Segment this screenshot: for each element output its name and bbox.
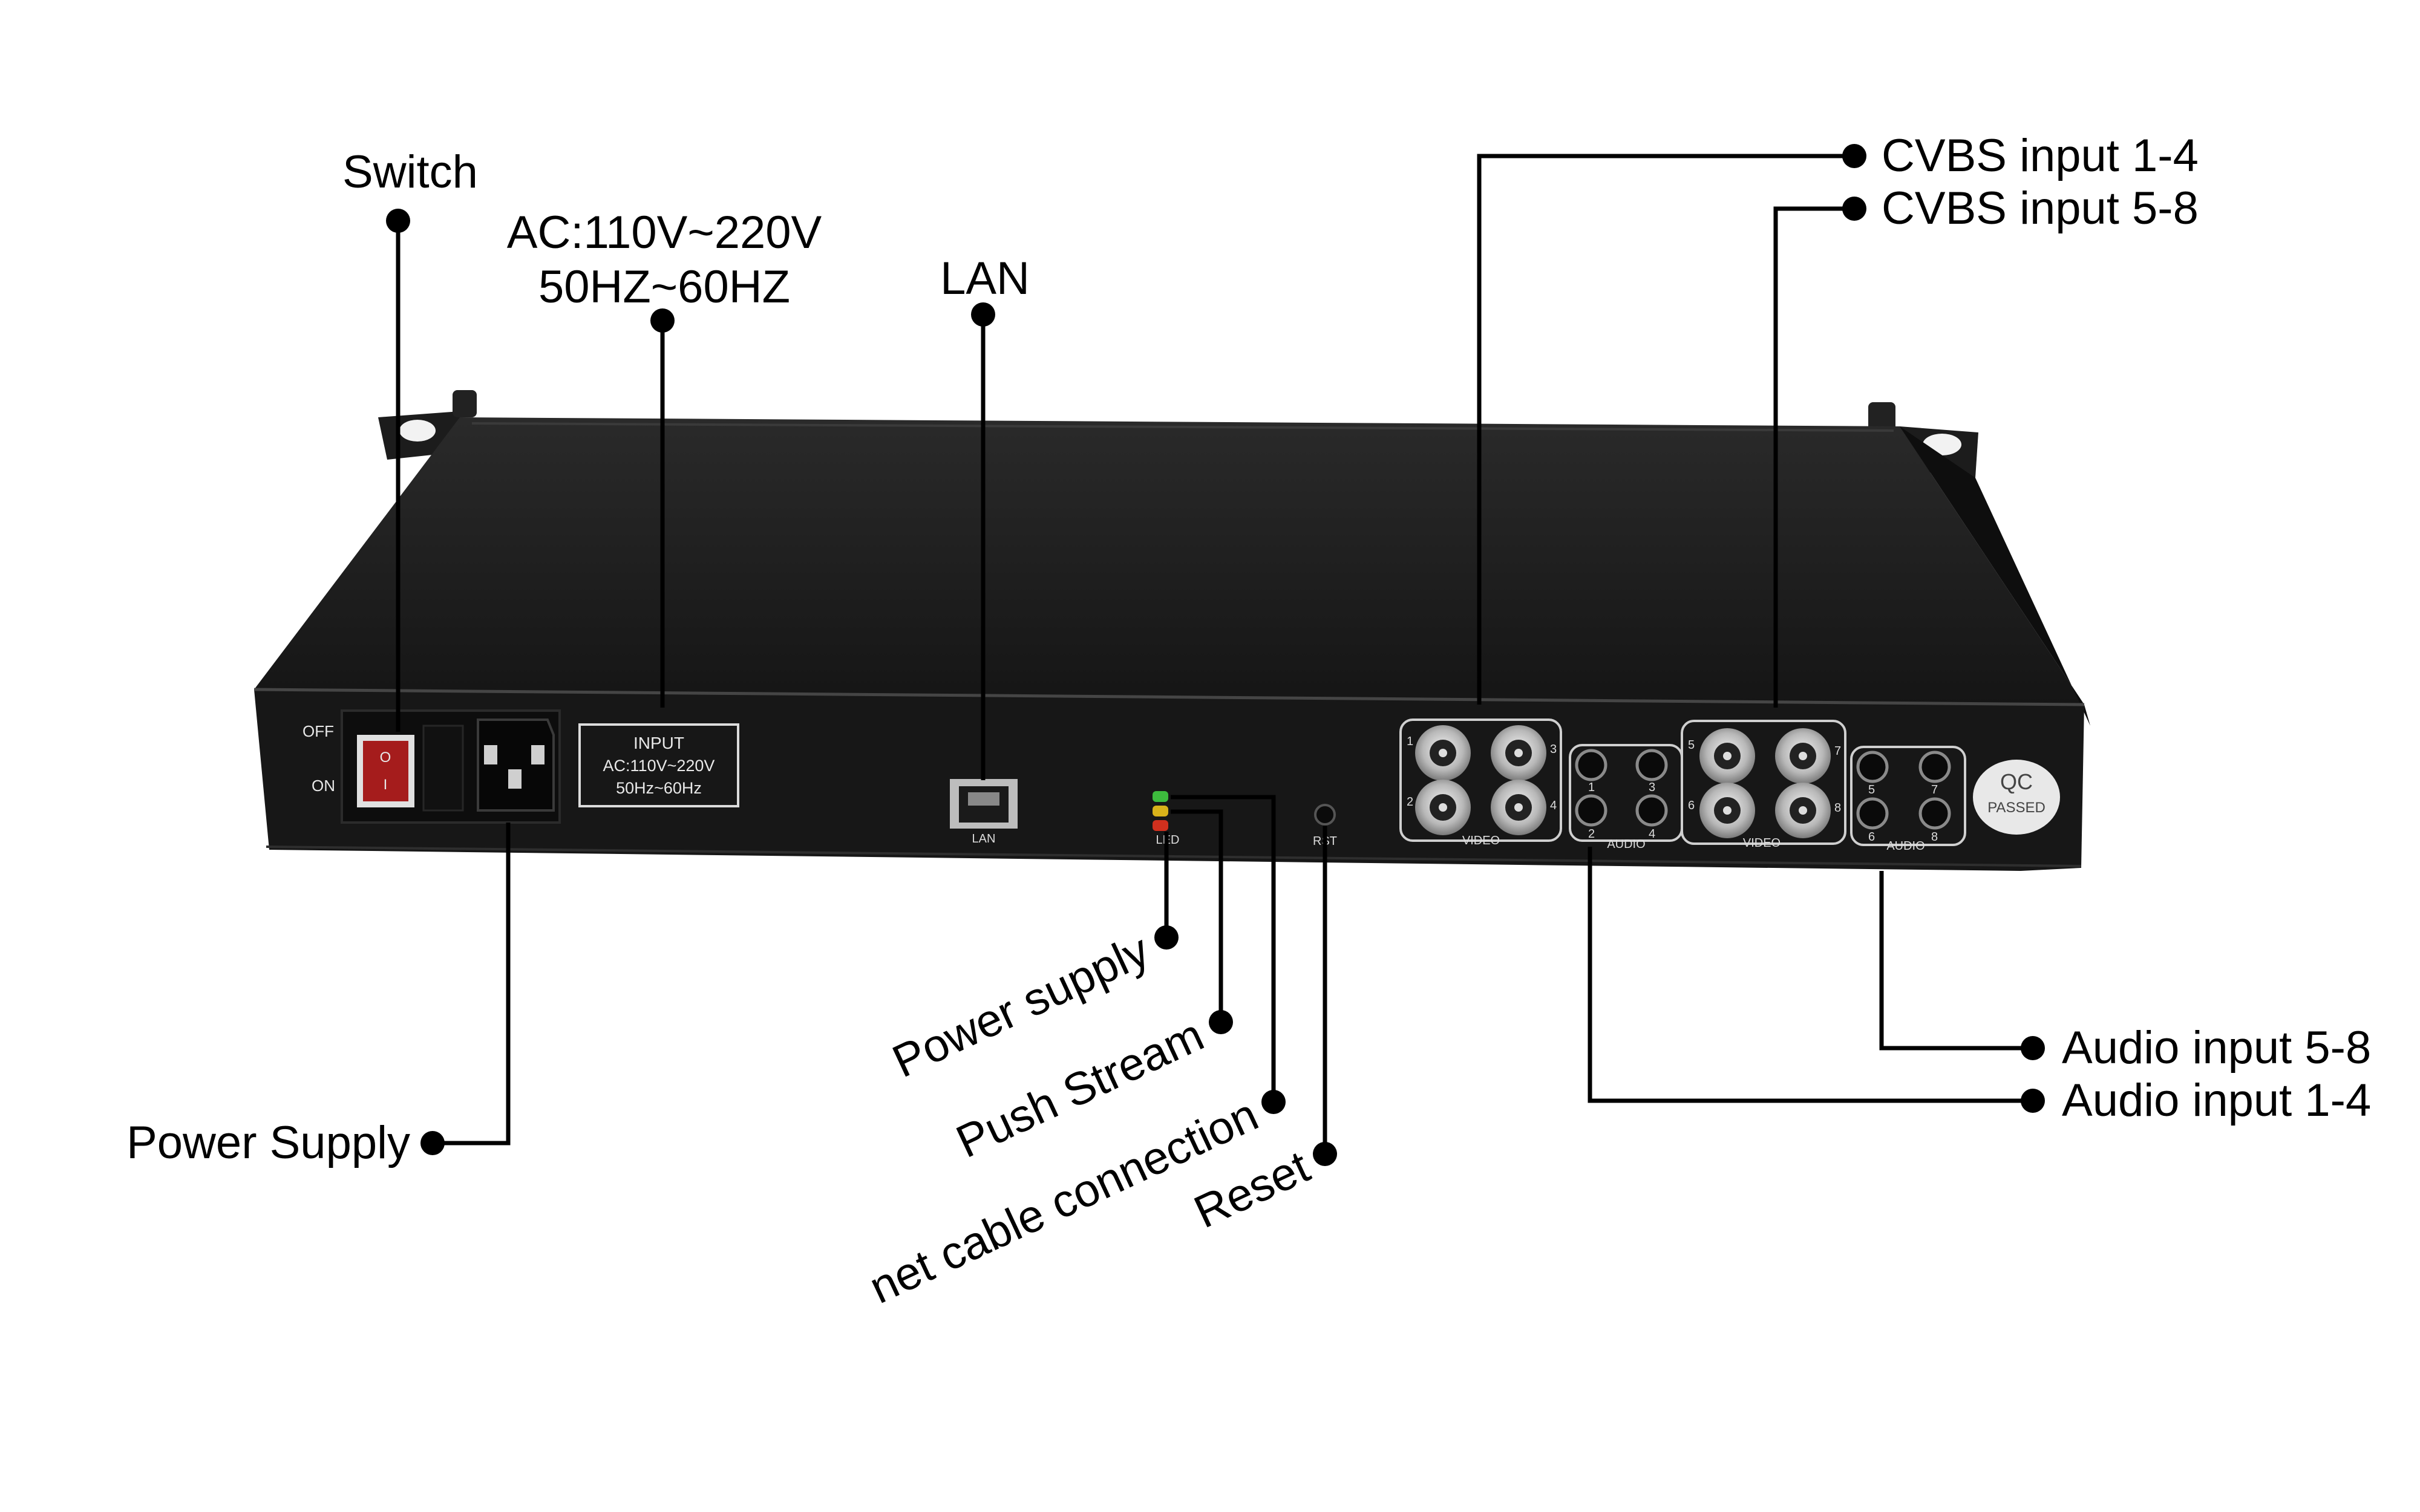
svg-text:3: 3 — [1649, 781, 1655, 794]
qc-passed-sticker: QC PASSED — [1973, 760, 2060, 835]
svg-text:O: O — [380, 749, 391, 766]
svg-text:6: 6 — [1868, 830, 1875, 844]
off-label: OFF — [302, 722, 334, 740]
power-module: O I — [341, 709, 561, 824]
svg-text:PASSED: PASSED — [1987, 800, 2046, 816]
callout-power-supply: Power Supply — [126, 1117, 410, 1168]
callout-ac-line2: 50HZ~60HZ — [538, 261, 790, 313]
svg-text:QC: QC — [2000, 769, 2033, 794]
audio-jack-2[interactable] — [1575, 794, 1607, 827]
audio-jack-4[interactable] — [1635, 794, 1668, 827]
svg-text:7: 7 — [1834, 745, 1841, 758]
connector-group-1: VIDEO AUDIO 1 3 2 4 1 3 2 4 — [1399, 719, 1683, 851]
rear-panel — [254, 689, 2084, 871]
svg-text:50Hz~60Hz: 50Hz~60Hz — [616, 779, 702, 797]
svg-text:8: 8 — [1931, 830, 1938, 844]
svg-text:4: 4 — [1550, 799, 1557, 812]
chassis — [253, 390, 2090, 871]
audio-jack-7[interactable] — [1918, 751, 1951, 783]
svg-text:1: 1 — [1588, 781, 1595, 794]
rocker-switch[interactable]: O I — [357, 735, 414, 807]
callout-ac-line1: AC:110V~220V — [507, 207, 822, 258]
audio-jack-8[interactable] — [1918, 797, 1951, 830]
iec-power-inlet[interactable] — [477, 719, 555, 812]
connector-group-2: VIDEO AUDIO 5 7 6 8 5 7 6 8 — [1681, 720, 1966, 853]
audio-jack-3[interactable] — [1635, 749, 1668, 781]
callout-cvbs-1-4: CVBS input 1-4 — [1882, 130, 2199, 181]
bnc-video-7[interactable] — [1775, 728, 1831, 784]
input-rating-box: INPUT AC:110V~220V 50Hz~60Hz — [578, 723, 739, 807]
svg-text:AUDIO: AUDIO — [1886, 839, 1925, 853]
bnc-video-1[interactable] — [1415, 725, 1471, 781]
callout-lan: LAN — [940, 253, 1030, 304]
svg-text:2: 2 — [1407, 795, 1413, 809]
svg-text:AC:110V~220V: AC:110V~220V — [603, 757, 715, 775]
audio-jack-6[interactable] — [1856, 797, 1889, 830]
svg-text:VIDEO: VIDEO — [1462, 834, 1500, 847]
bnc-video-6[interactable] — [1699, 783, 1755, 838]
audio-jack-1[interactable] — [1575, 749, 1607, 781]
svg-text:8: 8 — [1834, 801, 1841, 815]
lan-port[interactable]: LAN — [950, 779, 1018, 846]
chassis-top-surface — [254, 417, 2084, 705]
svg-text:VIDEO: VIDEO — [1743, 836, 1781, 850]
callout-switch: Switch — [342, 146, 478, 198]
svg-text:AUDIO: AUDIO — [1607, 838, 1645, 851]
bnc-video-3[interactable] — [1491, 725, 1546, 781]
svg-text:6: 6 — [1688, 799, 1695, 812]
status-leds: LED — [1153, 791, 1179, 847]
svg-text:5: 5 — [1868, 783, 1875, 797]
svg-text:3: 3 — [1550, 743, 1557, 756]
callout-audio-5-8: Audio input 5-8 — [2062, 1022, 2371, 1074]
callout-cvbs-5-8: CVBS input 5-8 — [1882, 183, 2199, 234]
bnc-video-2[interactable] — [1415, 780, 1471, 835]
svg-text:1: 1 — [1407, 735, 1413, 748]
bnc-video-8[interactable] — [1775, 783, 1831, 838]
svg-text:4: 4 — [1649, 827, 1655, 841]
svg-text:7: 7 — [1931, 783, 1938, 797]
svg-text:I: I — [384, 777, 388, 793]
svg-text:5: 5 — [1688, 738, 1695, 752]
svg-text:2: 2 — [1588, 827, 1595, 841]
svg-text:INPUT: INPUT — [633, 734, 684, 752]
bnc-video-4[interactable] — [1491, 780, 1546, 835]
callout-audio-1-4: Audio input 1-4 — [2062, 1075, 2371, 1126]
svg-text:LAN: LAN — [972, 832, 996, 846]
audio-jack-5[interactable] — [1856, 751, 1889, 783]
bnc-video-5[interactable] — [1699, 728, 1755, 784]
leader-lines — [386, 144, 2045, 1166]
on-label: ON — [312, 777, 335, 795]
